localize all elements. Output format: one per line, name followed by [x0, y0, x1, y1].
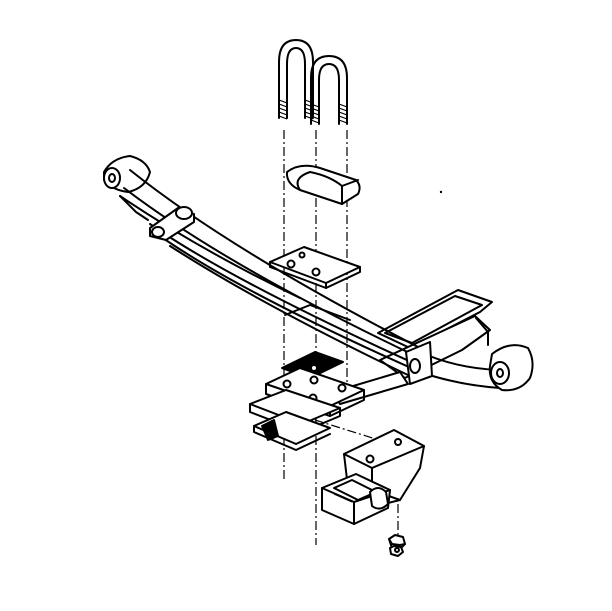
- speck: [439, 190, 443, 194]
- spring-spacer: [285, 164, 361, 205]
- u-bolt-front: [278, 39, 314, 120]
- lower-bracket: [321, 429, 425, 525]
- top-plate: [269, 246, 361, 289]
- nut: [388, 534, 406, 557]
- leaf-spring: [103, 155, 534, 392]
- spring-bracket: [249, 351, 365, 451]
- u-bolt-rear: [310, 55, 348, 125]
